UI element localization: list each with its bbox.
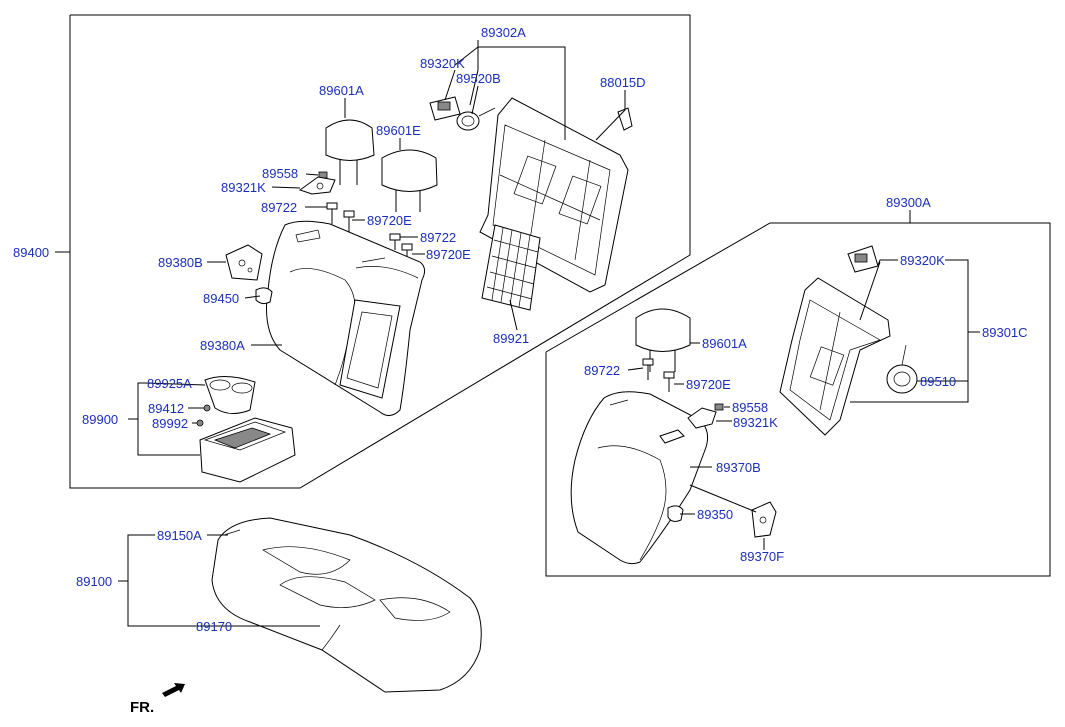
group-frame-89400 (69, 14, 691, 489)
label-89601E: 89601E (376, 123, 421, 138)
label-89100: 89100 (76, 574, 112, 589)
bracket-89380B (225, 244, 263, 281)
leader-lines (55, 40, 980, 627)
label-89350: 89350 (697, 507, 733, 522)
label-89300A: 89300A (886, 195, 931, 210)
bracket-89321K-left (298, 176, 336, 195)
label-89380A: 89380A (200, 338, 245, 353)
mat-89921 (481, 224, 541, 311)
label-89925A: 89925A (147, 376, 192, 391)
label-89302A: 89302A (481, 25, 526, 40)
label-89412: 89412 (148, 401, 184, 416)
guide-89722-left (326, 202, 338, 224)
label-89400: 89400 (13, 245, 49, 260)
label-89510: 89510 (920, 374, 956, 389)
headrest-89601A-right (635, 308, 691, 372)
actuator-89320K-right (847, 245, 879, 273)
label-89601A-left: 89601A (319, 83, 364, 98)
label-89601A-right: 89601A (702, 336, 747, 351)
label-88015D: 88015D (600, 75, 646, 90)
label-89301C: 89301C (982, 325, 1028, 340)
cupholder-89925A (204, 376, 256, 414)
label-89720E-left-b: 89720E (426, 247, 471, 262)
actuator-89320K-left (429, 96, 461, 121)
bracket-89321K-right (687, 407, 717, 429)
label-89320K-left: 89320K (420, 56, 465, 71)
label-89722-left: 89722 (261, 200, 297, 215)
label-89321K-left: 89321K (221, 180, 266, 195)
seatback-cover-89380A (266, 220, 426, 416)
guide-89722-right (642, 358, 654, 380)
seat-cushion-89100 (211, 517, 482, 693)
label-89150A: 89150A (157, 528, 202, 543)
retractor-89520B (456, 107, 496, 131)
part-labels: 89302A 89320K 89520B 88015D 89601A 89601… (13, 25, 1028, 716)
armrest-89900 (199, 417, 296, 483)
label-89170: 89170 (196, 619, 232, 634)
clip-89558-right (714, 403, 724, 411)
label-front: FR. (130, 699, 154, 716)
group-frame-89300A (545, 222, 1051, 577)
label-89558-right: 89558 (732, 400, 768, 415)
label-89558-left: 89558 (262, 166, 298, 181)
label-89370F: 89370F (740, 549, 784, 564)
label-89321K-right: 89321K (733, 415, 778, 430)
screw-89992 (196, 419, 204, 427)
headrest-89601A-left (325, 119, 375, 185)
label-89722-left-b: 89722 (420, 230, 456, 245)
retractor-89510 (886, 344, 918, 394)
label-89380B: 89380B (158, 255, 203, 270)
guide-89722-left-b (389, 233, 401, 250)
guide-89720E-right (663, 371, 675, 392)
label-89921: 89921 (493, 331, 529, 346)
screw-89412 (203, 404, 211, 412)
label-89992: 89992 (152, 416, 188, 431)
handle-89450 (255, 287, 273, 305)
headrest-89601E (381, 149, 438, 212)
label-89900: 89900 (82, 412, 118, 427)
clip-88015D (617, 107, 633, 131)
label-89450: 89450 (203, 291, 239, 306)
handle-89350 (667, 505, 684, 522)
label-89722-right: 89722 (584, 363, 620, 378)
label-89720E-left: 89720E (367, 213, 412, 228)
label-89370B: 89370B (716, 460, 761, 475)
guide-89720E-left (343, 210, 355, 234)
label-89520B: 89520B (456, 71, 501, 86)
bracket-89370F (751, 501, 777, 538)
seatback-cover-89370B (570, 391, 709, 565)
label-89720E-right: 89720E (686, 377, 731, 392)
seatback-frame-89301C (779, 277, 891, 436)
front-direction-arrow (162, 683, 185, 697)
label-89320K-right: 89320K (900, 253, 945, 268)
